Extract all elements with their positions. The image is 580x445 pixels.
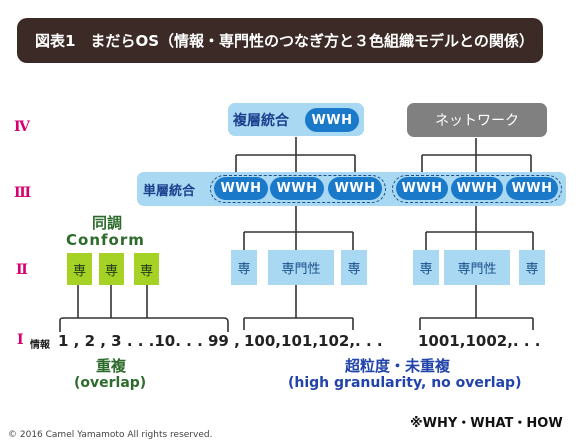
conform-subtitle: Conform xyxy=(66,231,145,249)
conform-title: 同調 xyxy=(92,214,123,232)
specialty-box: 専門性 xyxy=(268,250,334,285)
connector-level2-a xyxy=(243,285,354,330)
connector-level3-a xyxy=(243,205,354,250)
specialty-box: 専 xyxy=(519,250,545,285)
specialty-box: 専門性 xyxy=(444,250,510,285)
sequence-2: 100,101,102,. . . xyxy=(244,332,383,350)
wwh-pill: WWH xyxy=(451,177,503,200)
note-text: ※WHY・WHAT・HOW xyxy=(410,416,563,431)
info-label: 情報 xyxy=(30,340,50,351)
level-3-label: Ⅲ xyxy=(14,185,32,201)
wwh-pill: WWH xyxy=(506,177,558,200)
wwh-pill: WWH xyxy=(396,177,448,200)
level-1-label: Ⅰ xyxy=(17,332,24,348)
copyright-text: © 2016 Camel Yamamoto All rights reserve… xyxy=(8,430,213,440)
sequence-1: 1 , 2 , 3 . . .10. . . 99 , xyxy=(58,332,240,350)
sequence-3: 1001,1002,. . . xyxy=(418,332,541,350)
wwh-pill: WWH xyxy=(214,177,268,200)
granularity-jp: 超粒度・未重複 xyxy=(345,357,451,375)
network-label: ネットワーク xyxy=(435,113,519,129)
level-4-label: Ⅳ xyxy=(14,119,30,135)
title-bar: 図表1 まだらOS（情報・専門性のつなぎ方と３色組織モデルとの関係） xyxy=(17,18,543,63)
single-integration-label: 単層統合 xyxy=(143,184,196,199)
composite-wwh-pill: WWH xyxy=(305,108,359,132)
title-text: 図表1 まだらOS（情報・専門性のつなぎ方と３色組織モデルとの関係） xyxy=(35,32,534,50)
overlap-en: (overlap) xyxy=(74,375,147,391)
specialty-box: 専 xyxy=(231,250,257,285)
connector-level3-b xyxy=(425,205,534,250)
wwh-pill: WWH xyxy=(270,177,324,200)
wwh-group-a-outline xyxy=(210,175,386,203)
connector-conform xyxy=(77,285,148,318)
level-2-label: Ⅱ xyxy=(16,262,28,278)
network-box: ネットワーク xyxy=(407,103,547,137)
conform-box: 専 xyxy=(99,253,124,285)
conform-box: 専 xyxy=(67,253,92,285)
connector-network xyxy=(421,138,532,172)
granularity-en: (high granularity, no overlap) xyxy=(288,375,522,391)
bracket-overlap xyxy=(59,317,229,332)
composite-integration-label: 複層統合 xyxy=(233,113,289,129)
overlap-jp: 重複 xyxy=(96,357,127,375)
conform-box: 専 xyxy=(134,253,159,285)
wwh-group-b-outline xyxy=(392,175,562,203)
specialty-box: 専 xyxy=(341,250,367,285)
connector-level2-b xyxy=(419,285,534,330)
connector-composite xyxy=(235,137,356,172)
wwh-pill: WWH xyxy=(328,177,382,200)
specialty-box: 専 xyxy=(413,250,439,285)
